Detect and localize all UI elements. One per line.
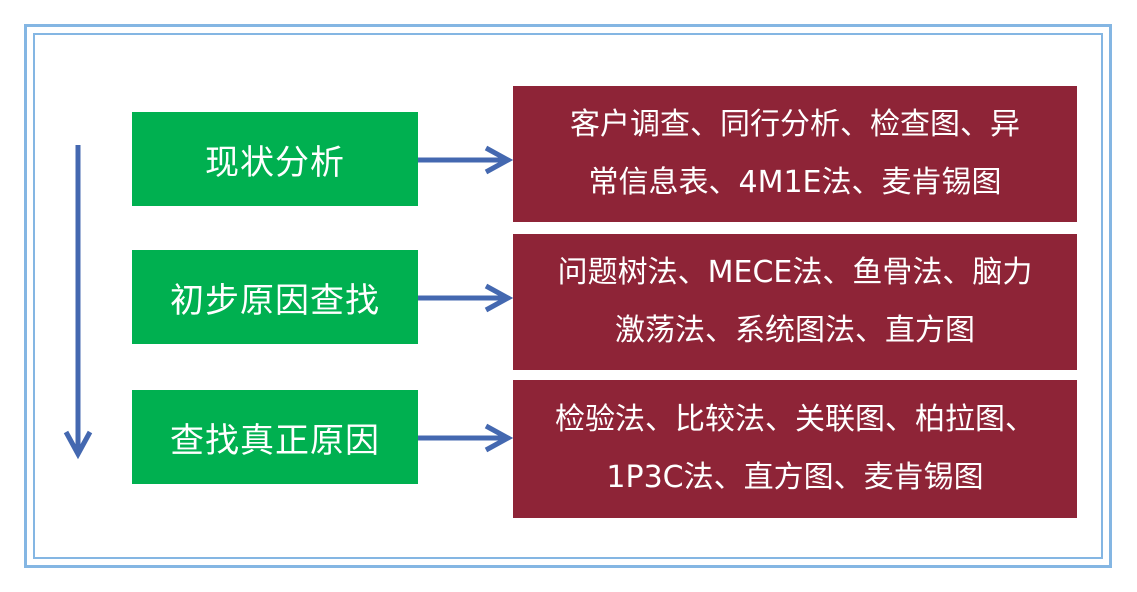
step-box-status-analysis: 现状分析 <box>132 112 418 206</box>
step-label: 初步原因查找 <box>170 280 380 321</box>
connector-arrow-3 <box>418 423 514 453</box>
step-label: 现状分析 <box>205 142 345 183</box>
step-label: 查找真正原因 <box>170 420 380 461</box>
methods-line: 1P3C法、直方图、麦肯锡图 <box>606 460 984 495</box>
methods-box-2: 问题树法、MECE法、鱼骨法、脑力 激荡法、系统图法、直方图 <box>513 234 1077 370</box>
methods-line: 检验法、比较法、关联图、柏拉图、 <box>555 402 1035 437</box>
connector-arrow-2 <box>418 283 514 313</box>
methods-box-1: 客户调查、同行分析、检查图、异 常信息表、4M1E法、麦肯锡图 <box>513 86 1077 222</box>
step-box-initial-cause: 初步原因查找 <box>132 250 418 344</box>
methods-line: 激荡法、系统图法、直方图 <box>615 313 975 348</box>
methods-box-3: 检验法、比较法、关联图、柏拉图、 1P3C法、直方图、麦肯锡图 <box>513 380 1077 518</box>
inner-frame <box>33 33 1103 559</box>
outer-frame <box>24 24 1112 568</box>
step-box-root-cause: 查找真正原因 <box>132 390 418 484</box>
methods-line: 问题树法、MECE法、鱼骨法、脑力 <box>557 255 1033 290</box>
methods-line: 客户调查、同行分析、检查图、异 <box>570 107 1020 142</box>
methods-line: 常信息表、4M1E法、麦肯锡图 <box>588 165 1002 200</box>
flow-down-arrow <box>63 145 93 460</box>
connector-arrow-1 <box>418 145 514 175</box>
